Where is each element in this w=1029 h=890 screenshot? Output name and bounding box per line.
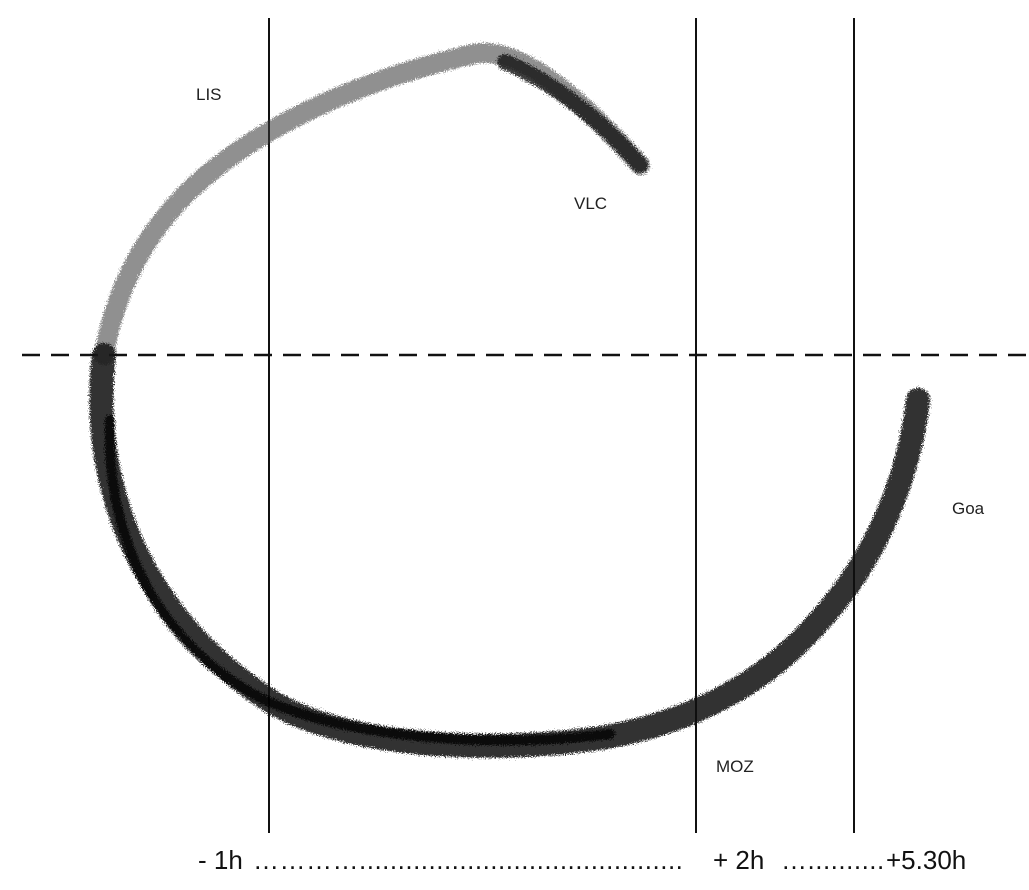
- label-lis: LIS: [196, 85, 222, 104]
- route-lower-arc-core: [104, 415, 615, 746]
- label-moz: MOZ: [716, 757, 754, 776]
- time-axis: - 1h …………...............................…: [0, 845, 1029, 885]
- label-goa: Goa: [952, 499, 985, 518]
- route-lower-arc: [89, 343, 930, 758]
- route-diagram: LIS VLC Goa MOZ: [22, 18, 1029, 833]
- time-axis-left: - 1h: [198, 845, 243, 875]
- time-axis-middle: + 2h: [713, 845, 765, 875]
- time-axis-dots-2: …..........: [781, 845, 885, 875]
- time-axis-right: +5.30h: [886, 845, 967, 875]
- route-upper-arc-dark: [497, 54, 648, 173]
- route-stroke: [89, 43, 930, 758]
- time-axis-dots-1: …………....................................…: [253, 845, 684, 875]
- label-vlc: VLC: [574, 194, 607, 213]
